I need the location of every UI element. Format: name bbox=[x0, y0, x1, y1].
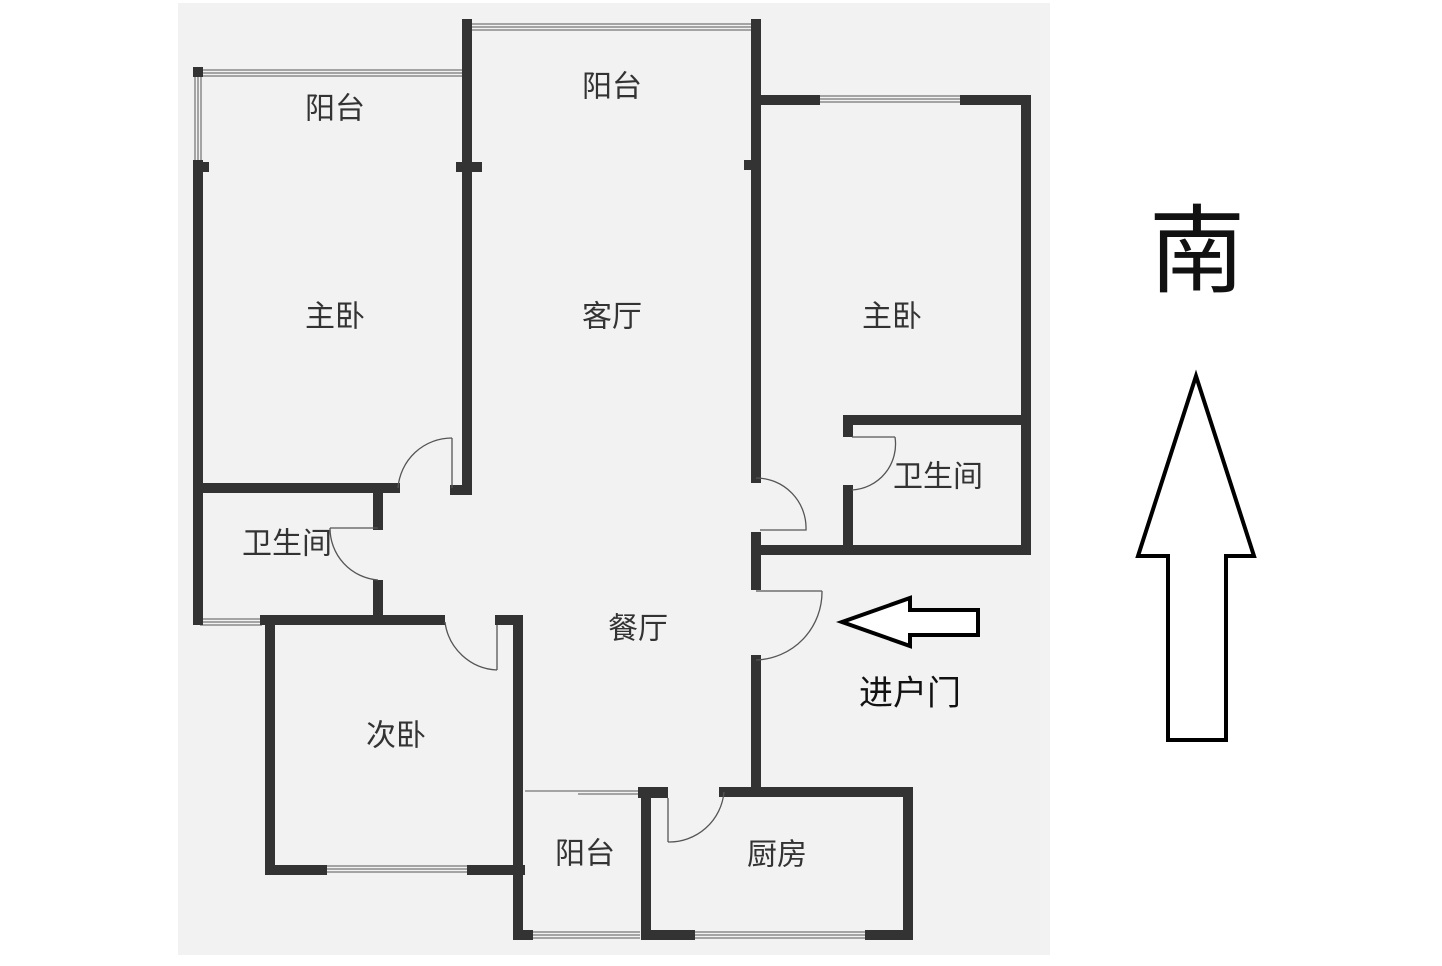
window-n-top bbox=[470, 23, 756, 31]
room-label-bathroom-e: 卫生间 bbox=[893, 460, 983, 495]
room-label-bathroom-w: 卫生间 bbox=[242, 527, 332, 562]
window-s-bottom bbox=[528, 931, 640, 939]
windows bbox=[194, 23, 964, 939]
window-e-top bbox=[818, 95, 964, 103]
window-kitchen-bottom bbox=[690, 931, 868, 939]
window-bedroom2-bottom bbox=[325, 865, 468, 873]
room-label-second-bedroom: 次卧 bbox=[366, 719, 426, 754]
window-nw-left bbox=[194, 72, 202, 165]
compass: 南 bbox=[1135, 195, 1257, 742]
window-wbath-bottom bbox=[200, 618, 262, 626]
room-label-balcony-s: 阳台 bbox=[555, 837, 615, 872]
compass-south-label: 南 bbox=[1149, 195, 1245, 307]
entry-indicator: 进户门 bbox=[835, 595, 980, 714]
room-label-master-bedroom-e: 主卧 bbox=[862, 300, 922, 335]
window-s-top bbox=[525, 790, 640, 795]
window-nw-top bbox=[200, 69, 462, 77]
room-label-living-room: 客厅 bbox=[582, 300, 642, 335]
room-label-balcony-nw: 阳台 bbox=[305, 92, 365, 127]
room-label-dining-room: 餐厅 bbox=[608, 612, 668, 647]
walls bbox=[193, 19, 1031, 940]
room-labels: 阳台 阳台 主卧 客厅 主卧 卫生间 卫生间 餐厅 次卧 阳台 厨房 bbox=[242, 70, 983, 873]
room-label-master-bedroom-w: 主卧 bbox=[305, 300, 365, 335]
entry-door-label: 进户门 bbox=[859, 674, 961, 714]
room-label-kitchen: 厨房 bbox=[747, 838, 807, 873]
arrow-up-icon bbox=[1135, 369, 1257, 742]
arrow-left-icon bbox=[835, 595, 980, 649]
room-label-balcony-n: 阳台 bbox=[582, 70, 642, 105]
doors bbox=[329, 436, 897, 843]
